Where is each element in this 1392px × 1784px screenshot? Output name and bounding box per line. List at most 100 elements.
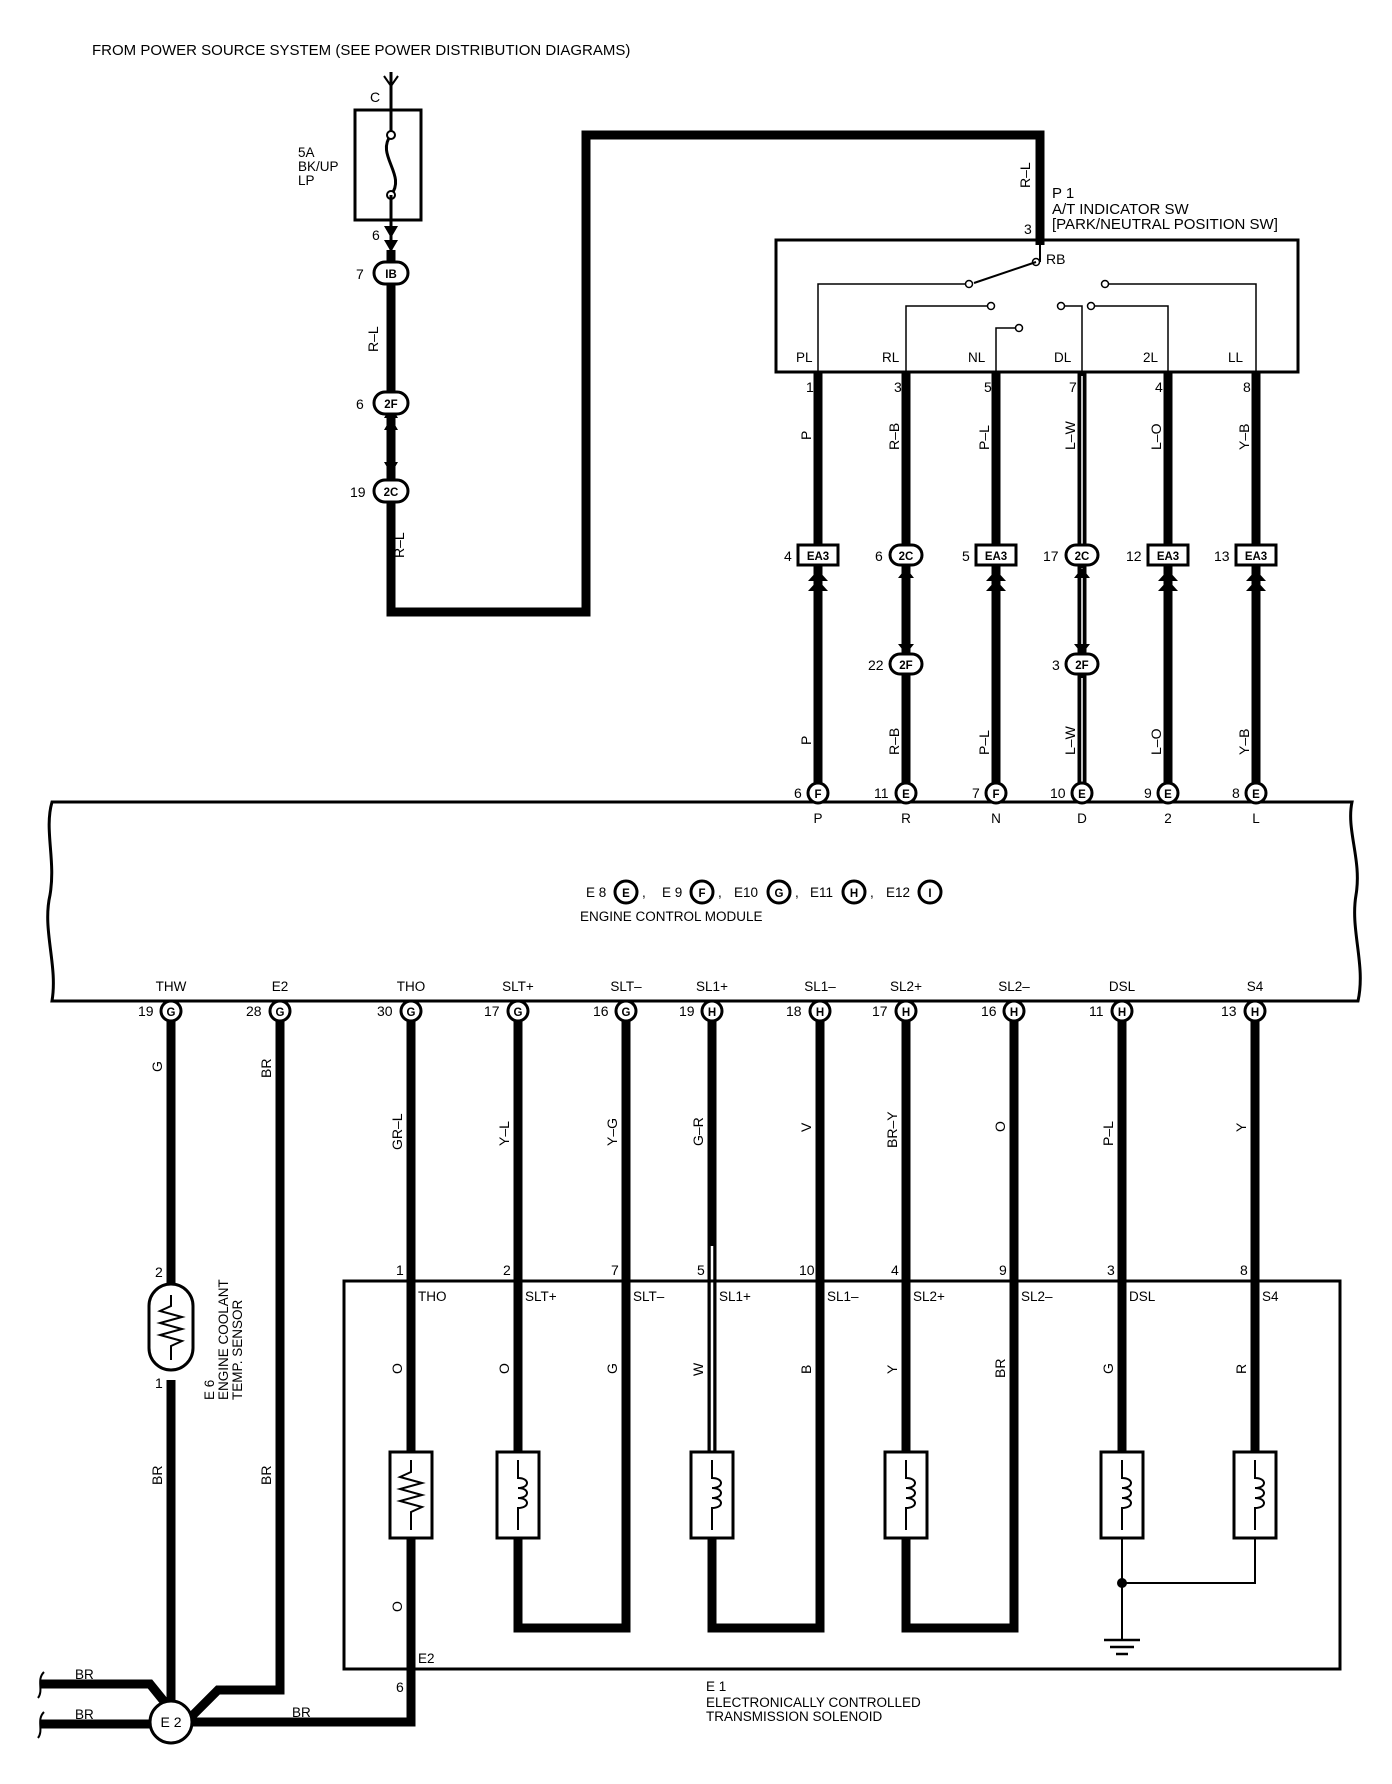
wire-s4: Y [1233, 1122, 1249, 1132]
wire-slt-minus: Y–G [604, 1118, 620, 1146]
sol-pin-sl2-minus: 9 [999, 1262, 1007, 1278]
connector-2f-power: 2F [372, 390, 410, 416]
ecm-top-pins [806, 781, 1268, 805]
sol-label-tho: THO [418, 1289, 447, 1304]
ecm-pin-sl2-plus: 17 [872, 1003, 888, 1019]
sol-wire-slt-minus: G [604, 1363, 620, 1374]
mid-arrows [808, 568, 1266, 654]
switch-pin-ll: 8 [1243, 379, 1251, 395]
wire-sl2-minus: O [992, 1121, 1008, 1132]
solenoid-name-1: ELECTRONICALLY CONTROLLED [706, 1695, 921, 1710]
wire-label-rl-2: R–L [391, 532, 407, 558]
solenoid-coils [495, 1450, 1278, 1540]
svg-text:H: H [708, 1007, 716, 1019]
switch-pin-pl: 1 [806, 379, 814, 395]
tho-thermistor [388, 1450, 434, 1540]
solenoid-ref: E 1 [706, 1679, 726, 1694]
power-source-note: FROM POWER SOURCE SYSTEM (SEE POWER DIST… [92, 42, 630, 59]
ecm-top-pin-r: 11 [874, 785, 889, 801]
wire-e2: BR [258, 1059, 274, 1078]
svg-text:EA3: EA3 [1245, 551, 1267, 563]
wire-e2-lower: BR [258, 1466, 274, 1485]
wire-sl1-minus: V [798, 1122, 814, 1132]
coolant-pin-top: 2 [155, 1264, 163, 1280]
sol-wire-s4: R [1233, 1364, 1249, 1374]
mid-conn-pin-dl: 17 [1043, 548, 1059, 564]
coolant-name-2: TEMP. SENSOR [230, 1299, 245, 1400]
ecm-label-thw: THW [156, 979, 187, 994]
switch-terminal-ll: LL [1228, 350, 1244, 365]
mid-conn-pin-pl: 4 [784, 548, 792, 564]
switch-pin-dl: 7 [1069, 379, 1077, 395]
ecm-top-pin-n: 7 [972, 785, 980, 801]
coolant-pin-bottom: 1 [155, 1375, 163, 1391]
ecm-top-pin-2: 9 [1144, 785, 1152, 801]
ecm-label-s4: S4 [1247, 979, 1264, 994]
sol-pin-sl1-plus: 5 [697, 1262, 705, 1278]
sol-pin-sl2-plus: 4 [891, 1262, 899, 1278]
wire-tho: GR–L [389, 1113, 405, 1150]
fuse-box [353, 108, 423, 222]
svg-text:G: G [775, 888, 784, 900]
sol-pin-dsl: 3 [1107, 1262, 1115, 1278]
ecm-top-pin-d: 10 [1050, 785, 1066, 801]
harness-break [37, 1671, 45, 1739]
ecm-top-pin-codes: F E F E E E [814, 789, 1260, 801]
svg-text:EA3: EA3 [985, 551, 1007, 563]
svg-text:,: , [718, 885, 722, 900]
svg-text:,: , [642, 885, 646, 900]
ground-wire-bottom-left: BR [75, 1707, 94, 1722]
ground-symbol [1104, 1638, 1140, 1656]
ecm-bottom-pins [159, 999, 1267, 1023]
mid-connectors: EA3 2C EA3 2C EA3 EA3 [796, 543, 1278, 567]
wire-top-ll: Y–B [1236, 424, 1252, 450]
svg-text:G: G [407, 1007, 416, 1019]
ecm-pin-thw: 19 [138, 1003, 154, 1019]
solenoid-body [342, 1279, 1342, 1671]
connector-2c-pin: 19 [350, 484, 366, 500]
ecm-label-sl1-plus: SL1+ [696, 979, 728, 994]
svg-text:F: F [992, 789, 999, 801]
lower-2f-pin-rl: 22 [868, 657, 884, 673]
sol-wire-sl2-minus: BR [992, 1359, 1008, 1378]
sol-label-s4: S4 [1262, 1289, 1279, 1304]
ecm-pin-sl1-plus: 19 [679, 1003, 695, 1019]
wire-top-rl: R–B [886, 423, 902, 450]
svg-text:E: E [1078, 789, 1086, 801]
svg-text:2C: 2C [899, 551, 914, 563]
ecm-input-2: 2 [1164, 811, 1172, 826]
ecm-top-pin-p: 6 [794, 785, 802, 801]
ecm-label-sl2-plus: SL2+ [890, 979, 922, 994]
svg-text:E11: E11 [810, 885, 833, 900]
fuse-label-2: BK/UP [298, 159, 339, 174]
wire-sl1-plus: G–R [690, 1117, 706, 1146]
switch-ref: P 1 [1052, 185, 1074, 202]
fuse-element [384, 134, 398, 196]
svg-text:,: , [870, 885, 874, 900]
sol-label-slt-minus: SLT– [633, 1289, 665, 1304]
svg-text:H: H [1010, 1007, 1018, 1019]
coolant-ref: E 6 [202, 1380, 217, 1400]
sol-label-slt-plus: SLT+ [525, 1289, 557, 1304]
wire-bottom-pl: P [798, 736, 814, 745]
sol-pin-slt-minus: 7 [611, 1262, 619, 1278]
power-circuit [353, 72, 1045, 617]
wire-bottom-2l: L–O [1148, 728, 1164, 755]
connector-ib: IB [372, 260, 410, 286]
svg-text:IB: IB [385, 269, 397, 281]
switch-input-label: RB [1046, 251, 1065, 267]
sol-pin-slt-plus: 2 [503, 1262, 511, 1278]
ecm-pin-e2: 28 [246, 1003, 262, 1019]
svg-text:EA3: EA3 [1157, 551, 1179, 563]
svg-text:,: , [795, 885, 799, 900]
svg-text:E: E [622, 888, 630, 900]
r-l-loop-wire [386, 130, 1045, 617]
wire-coolant-bottom: BR [149, 1466, 165, 1485]
sol-wire-sl1-plus: W [690, 1362, 706, 1376]
sol-wire-sl1-minus: B [798, 1365, 814, 1374]
ecm-connector-legend: E 8 E , E 9 F , E10 G , E11 H , E12 I [586, 879, 943, 905]
dsl-s4-ground [1117, 1538, 1256, 1640]
ecm-label-slt-plus: SLT+ [502, 979, 534, 994]
svg-text:H: H [902, 1007, 910, 1019]
sol-label-sl1-minus: SL1– [827, 1289, 859, 1304]
